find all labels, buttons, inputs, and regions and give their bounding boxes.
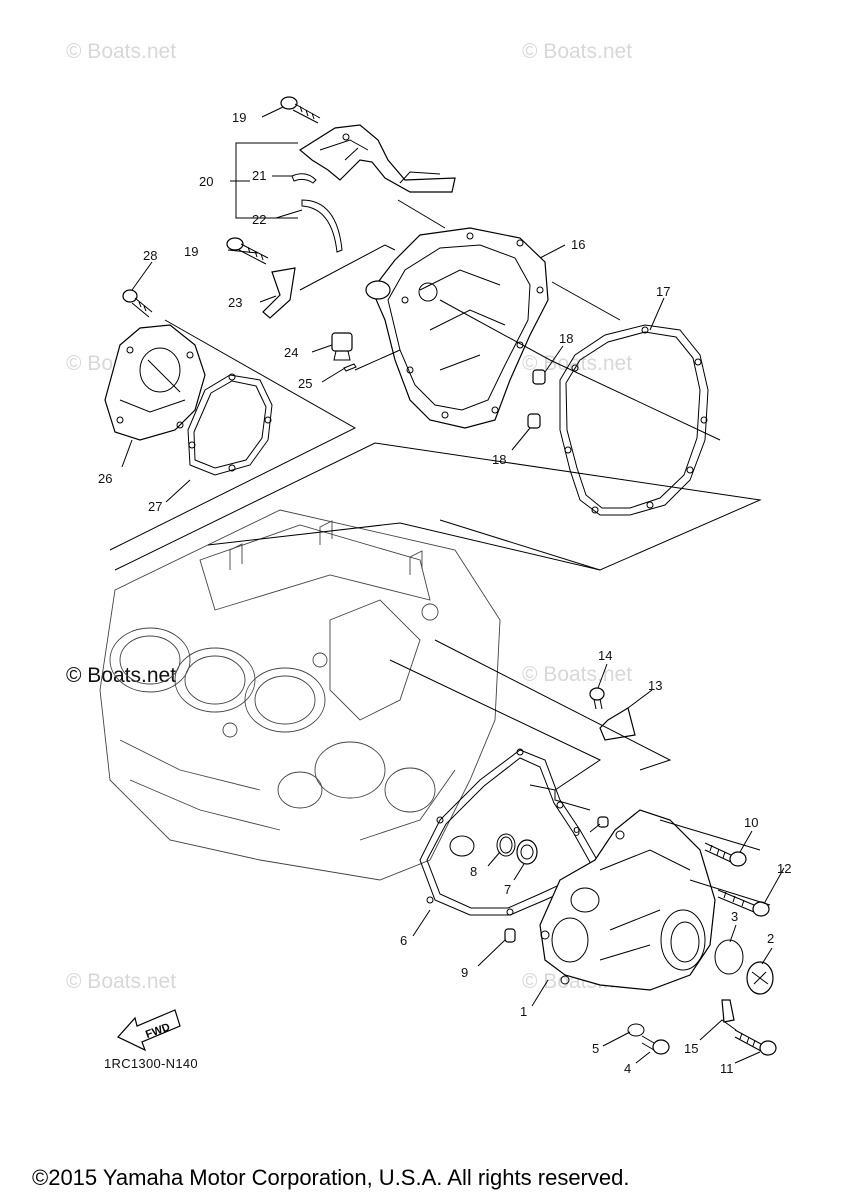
dowel-pin-9-upper [597,816,609,828]
diagram-code: 1RC1300-N140 [104,1056,198,1071]
oil-seal-7 [516,839,538,865]
watermark-main: © Boats.net [66,664,177,687]
bolt-11 [734,1029,777,1056]
callout-9-lower: 9 [461,965,468,980]
callout-21: 21 [252,168,266,183]
callout-14: 14 [598,648,612,663]
stay-13 [599,707,636,741]
callout-16: 16 [571,237,585,252]
callout-12: 12 [777,861,791,876]
callout-24: 24 [284,345,298,360]
watermark-mid-right: © Boats.net [522,352,633,375]
callout-9-upper: 9 [573,824,580,839]
callout-22: 22 [252,212,266,227]
gasket-17 [559,324,709,516]
callout-28: 28 [143,248,157,263]
stay-23 [262,267,296,319]
bolt-19-mid [226,237,269,265]
callout-5: 5 [592,1041,599,1056]
callout-18-upper: 18 [559,331,573,346]
generator-cover-1 [539,809,716,991]
washer-5 [627,1023,645,1037]
bolt-4 [641,1035,670,1055]
crankcase-cover-16 [365,227,549,429]
callout-labels: 19 20 21 22 19 28 23 16 17 24 18 25 26 2… [98,110,791,1076]
copyright-notice: ©2015 Yamaha Motor Corporation, U.S.A. A… [32,1165,630,1190]
callout-15: 15 [684,1041,698,1056]
callout-2: 2 [767,931,774,946]
callout-26: 26 [98,471,112,486]
bracket-20 [298,124,456,193]
gasket-6 [419,748,601,916]
leader-lines [109,106,785,1064]
cover-26 [104,324,206,441]
callout-1: 1 [520,1004,527,1019]
bolt-19-top [280,96,321,124]
callout-3: 3 [731,909,738,924]
callout-19-top: 19 [232,110,246,125]
gasket-27 [187,373,273,476]
clamp-15 [721,999,735,1023]
callout-4: 4 [624,1061,631,1076]
plug-2 [746,961,774,995]
callout-27: 27 [148,499,162,514]
callout-11: 11 [720,1061,734,1076]
o-ring-8 [496,833,516,857]
callout-25: 25 [298,376,312,391]
clip-21 [291,173,317,184]
dowel-pin-18-lower [527,413,541,429]
watermark-low-right: © Boats.net [522,663,633,686]
fwd-arrow-icon: FWD [117,1009,181,1052]
bolt-28 [122,289,153,318]
watermark-bottom-left: © Boats.net [66,970,177,993]
callout-10: 10 [744,815,758,830]
engine-crankcase-block [99,509,501,881]
callout-18-lower: 18 [492,452,506,467]
callout-6: 6 [400,933,407,948]
bolt-10 [704,842,747,867]
hose-22 [301,199,343,253]
callout-19-mid: 19 [184,244,198,259]
callout-13: 13 [648,678,662,693]
callout-8: 8 [470,864,477,879]
callout-7: 7 [504,882,511,897]
callout-20: 20 [199,174,213,189]
callout-17: 17 [656,284,670,299]
callout-23: 23 [228,295,242,310]
o-ring-3 [714,939,744,975]
watermark-top-right: © Boats.net [522,40,633,63]
dowel-pin-9-lower [504,928,516,943]
watermark-top-left: © Boats.net [66,40,177,63]
sensor-24 [331,332,353,361]
bolt-12 [717,889,770,917]
bolt-14 [589,687,605,710]
dowel-pin-18-upper [532,369,546,385]
o-ring-25 [343,363,357,372]
